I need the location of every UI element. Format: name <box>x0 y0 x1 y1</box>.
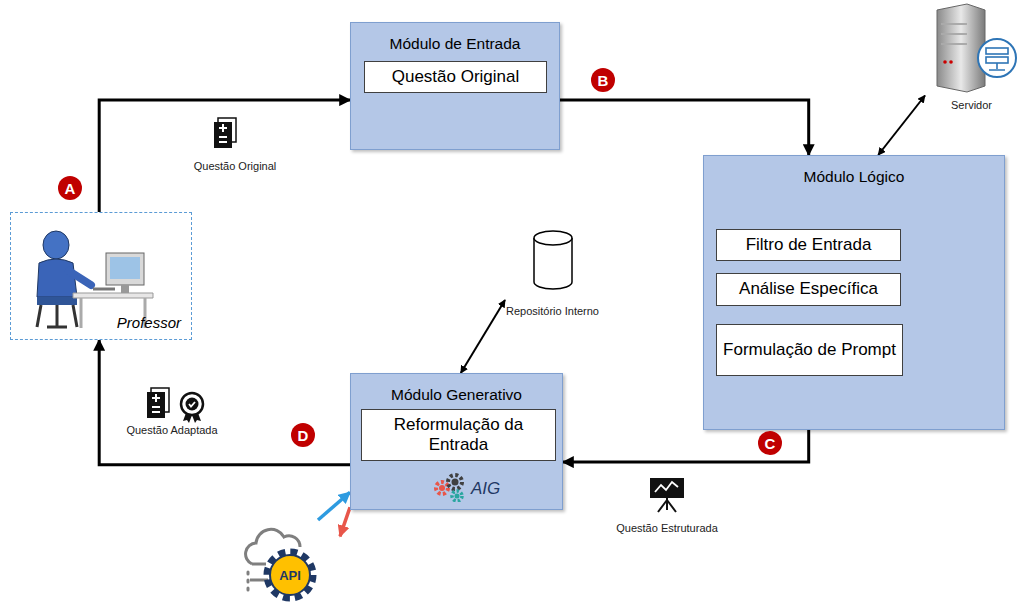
connector-arrow <box>563 430 809 462</box>
database-node-illustration <box>505 228 600 318</box>
process-box: Questão Original <box>364 61 547 93</box>
api-node: API <box>240 520 340 602</box>
connector-arrow <box>318 492 350 520</box>
board-icon <box>650 478 684 512</box>
document-icon <box>147 388 169 418</box>
connector-arrow <box>461 300 505 373</box>
module-title: Módulo Generativo <box>351 386 562 404</box>
callout-number: C <box>758 431 782 455</box>
server-node: Servidor <box>925 2 1018 112</box>
box-label: Análise Específica <box>739 279 878 299</box>
edge-label: Questão Adaptada <box>124 424 219 436</box>
engine-label: AIG <box>471 479 500 499</box>
connector-arrow <box>99 340 350 465</box>
module-box: Módulo LógicoFiltro de EntradaAnálise Es… <box>703 155 1005 430</box>
module-title: Módulo de Entrada <box>351 35 559 53</box>
box-label: Questão Original <box>392 67 520 87</box>
box-label: Reformulação da Entrada <box>368 415 549 456</box>
callout-number: B <box>591 68 615 92</box>
node-label: Professor <box>117 314 181 331</box>
api-label: API <box>279 568 301 583</box>
module-box: Módulo GenerativoAIG Reformulação da Entr… <box>350 373 563 510</box>
callout-number: D <box>291 423 315 447</box>
connector-arrow <box>878 96 925 156</box>
node-label: Repositório Interno <box>505 305 600 318</box>
actor-box: Professor <box>10 212 192 340</box>
box-label: Filtro de Entrada <box>746 235 872 255</box>
node-label: Servidor <box>925 99 1018 112</box>
certificate-badge <box>181 393 203 423</box>
callout-number: A <box>58 176 82 200</box>
server-node-illustration <box>925 2 1018 110</box>
module-box: Módulo de EntradaQuestão Original <box>350 22 560 150</box>
process-box: Filtro de Entrada <box>716 229 901 261</box>
module-title: Módulo Lógico <box>704 168 1004 186</box>
edge-label: Questão Original <box>192 160 279 172</box>
connector-arrow <box>560 100 809 155</box>
connector-arrow <box>340 507 350 536</box>
edge-label: Questão Estruturada <box>614 522 720 534</box>
process-box: Análise Específica <box>716 273 901 306</box>
document-icon <box>214 118 236 148</box>
gears-icon <box>433 472 469 506</box>
process-box: Reformulação da Entrada <box>361 409 556 461</box>
process-box: Formulação de Prompt <box>716 324 903 376</box>
database-node: Repositório Interno <box>505 228 600 318</box>
api-node-illustration <box>240 520 340 602</box>
connector-arrow <box>99 100 350 212</box>
box-label: Formulação de Prompt <box>723 340 896 360</box>
